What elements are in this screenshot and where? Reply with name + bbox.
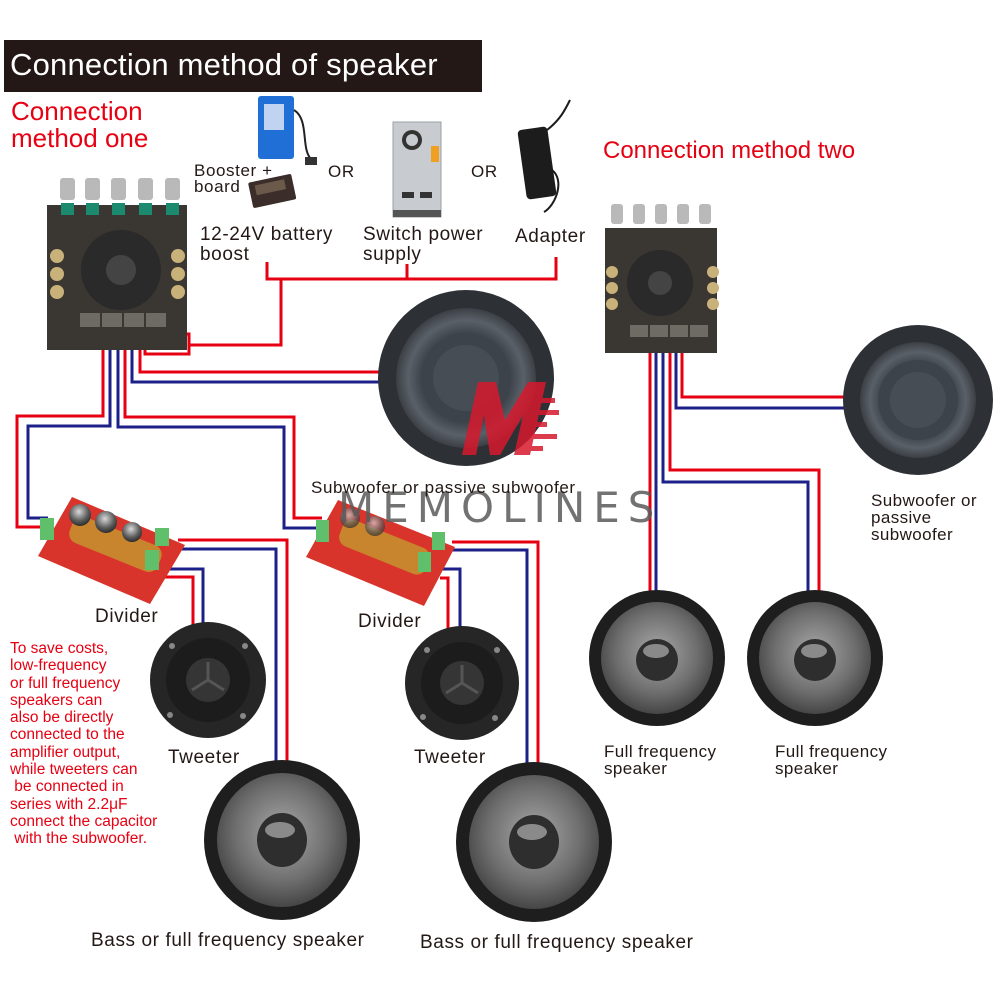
full-frequency-1-line2: speaker — [604, 759, 668, 778]
cost-saving-note: To save costs, low-frequency or full fre… — [10, 640, 158, 848]
tweeter-1-label: Tweeter — [168, 747, 240, 768]
amplifier-board-2 — [605, 204, 719, 353]
power-adapter-icon — [517, 99, 571, 213]
full-frequency-speaker-2 — [747, 590, 883, 726]
booster-label-line1: Booster + — [194, 161, 273, 180]
bass-speaker-1-label: Bass or full frequency speaker — [91, 930, 365, 951]
battery-boost-caption-line2: boost — [200, 244, 250, 265]
switch-power-caption: Switch power supply — [363, 225, 483, 265]
tweeter-2 — [405, 626, 519, 740]
full-frequency-2-line2: speaker — [775, 759, 839, 778]
amplifier-board-1 — [47, 178, 187, 350]
booster-board-label: Booster + board — [194, 161, 273, 196]
tweeter-2-label: Tweeter — [414, 747, 486, 768]
subwoofer-2-label: Subwoofer or passive subwoofer — [871, 492, 977, 543]
switch-power-supply-icon — [392, 121, 442, 218]
divider-1-label: Divider — [95, 606, 159, 627]
battery-booster-icon — [248, 96, 317, 208]
divider-2-label: Divider — [358, 611, 422, 632]
divider-1 — [38, 497, 185, 604]
bass-speaker-2 — [456, 762, 612, 922]
method-one-heading-line1: Connection — [11, 96, 143, 126]
method-two-heading: Connection method two — [603, 137, 856, 164]
method-one-heading-line2: method one — [11, 123, 149, 153]
adapter-caption: Adapter — [515, 226, 586, 247]
full-frequency-1-line1: Full frequency — [604, 742, 717, 761]
watermark-text: MEMOLINES — [338, 483, 662, 532]
speaker-wires-method-two — [648, 353, 845, 592]
subwoofer-1-label: Subwoofer or passive subwoofer — [311, 478, 576, 497]
switch-power-caption-line2: supply — [363, 244, 422, 265]
full-frequency-2-label: Full frequency speaker — [775, 743, 887, 777]
page-title: Connection method of speaker — [4, 40, 482, 92]
subwoofer-2 — [843, 325, 993, 475]
booster-label-line2: board — [194, 177, 241, 196]
subwoofer-2-label-line2: passive — [871, 508, 932, 527]
full-frequency-1-label: Full frequency speaker — [604, 743, 716, 777]
tweeter-1 — [150, 622, 266, 738]
divider-2 — [306, 500, 455, 606]
full-frequency-2-line1: Full frequency — [775, 742, 888, 761]
speaker-wires-method-one — [15, 350, 540, 768]
full-frequency-speaker-1 — [589, 590, 725, 726]
switch-power-caption-line1: Switch power — [363, 224, 484, 245]
or-label-1: OR — [328, 162, 355, 181]
subwoofer-2-label-line1: Subwoofer or — [871, 491, 977, 510]
method-one-heading: Connection method one — [11, 98, 148, 152]
bass-speaker-1 — [204, 760, 360, 920]
watermark-logo-icon — [462, 382, 559, 455]
subwoofer-2-label-line3: subwoofer — [871, 525, 954, 544]
battery-boost-caption-line1: 12-24V battery — [200, 224, 334, 245]
battery-boost-caption: 12-24V battery boost — [200, 225, 333, 265]
or-label-2: OR — [471, 162, 498, 181]
bass-speaker-2-label: Bass or full frequency speaker — [420, 932, 694, 953]
